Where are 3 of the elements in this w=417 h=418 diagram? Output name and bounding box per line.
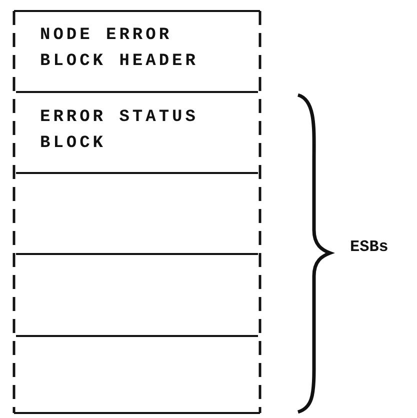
brace-label: ESBs — [350, 238, 388, 256]
block-label: ERROR STATUS BLOCK — [40, 107, 200, 155]
block-label: NODE ERROR BLOCK HEADER — [40, 25, 200, 73]
